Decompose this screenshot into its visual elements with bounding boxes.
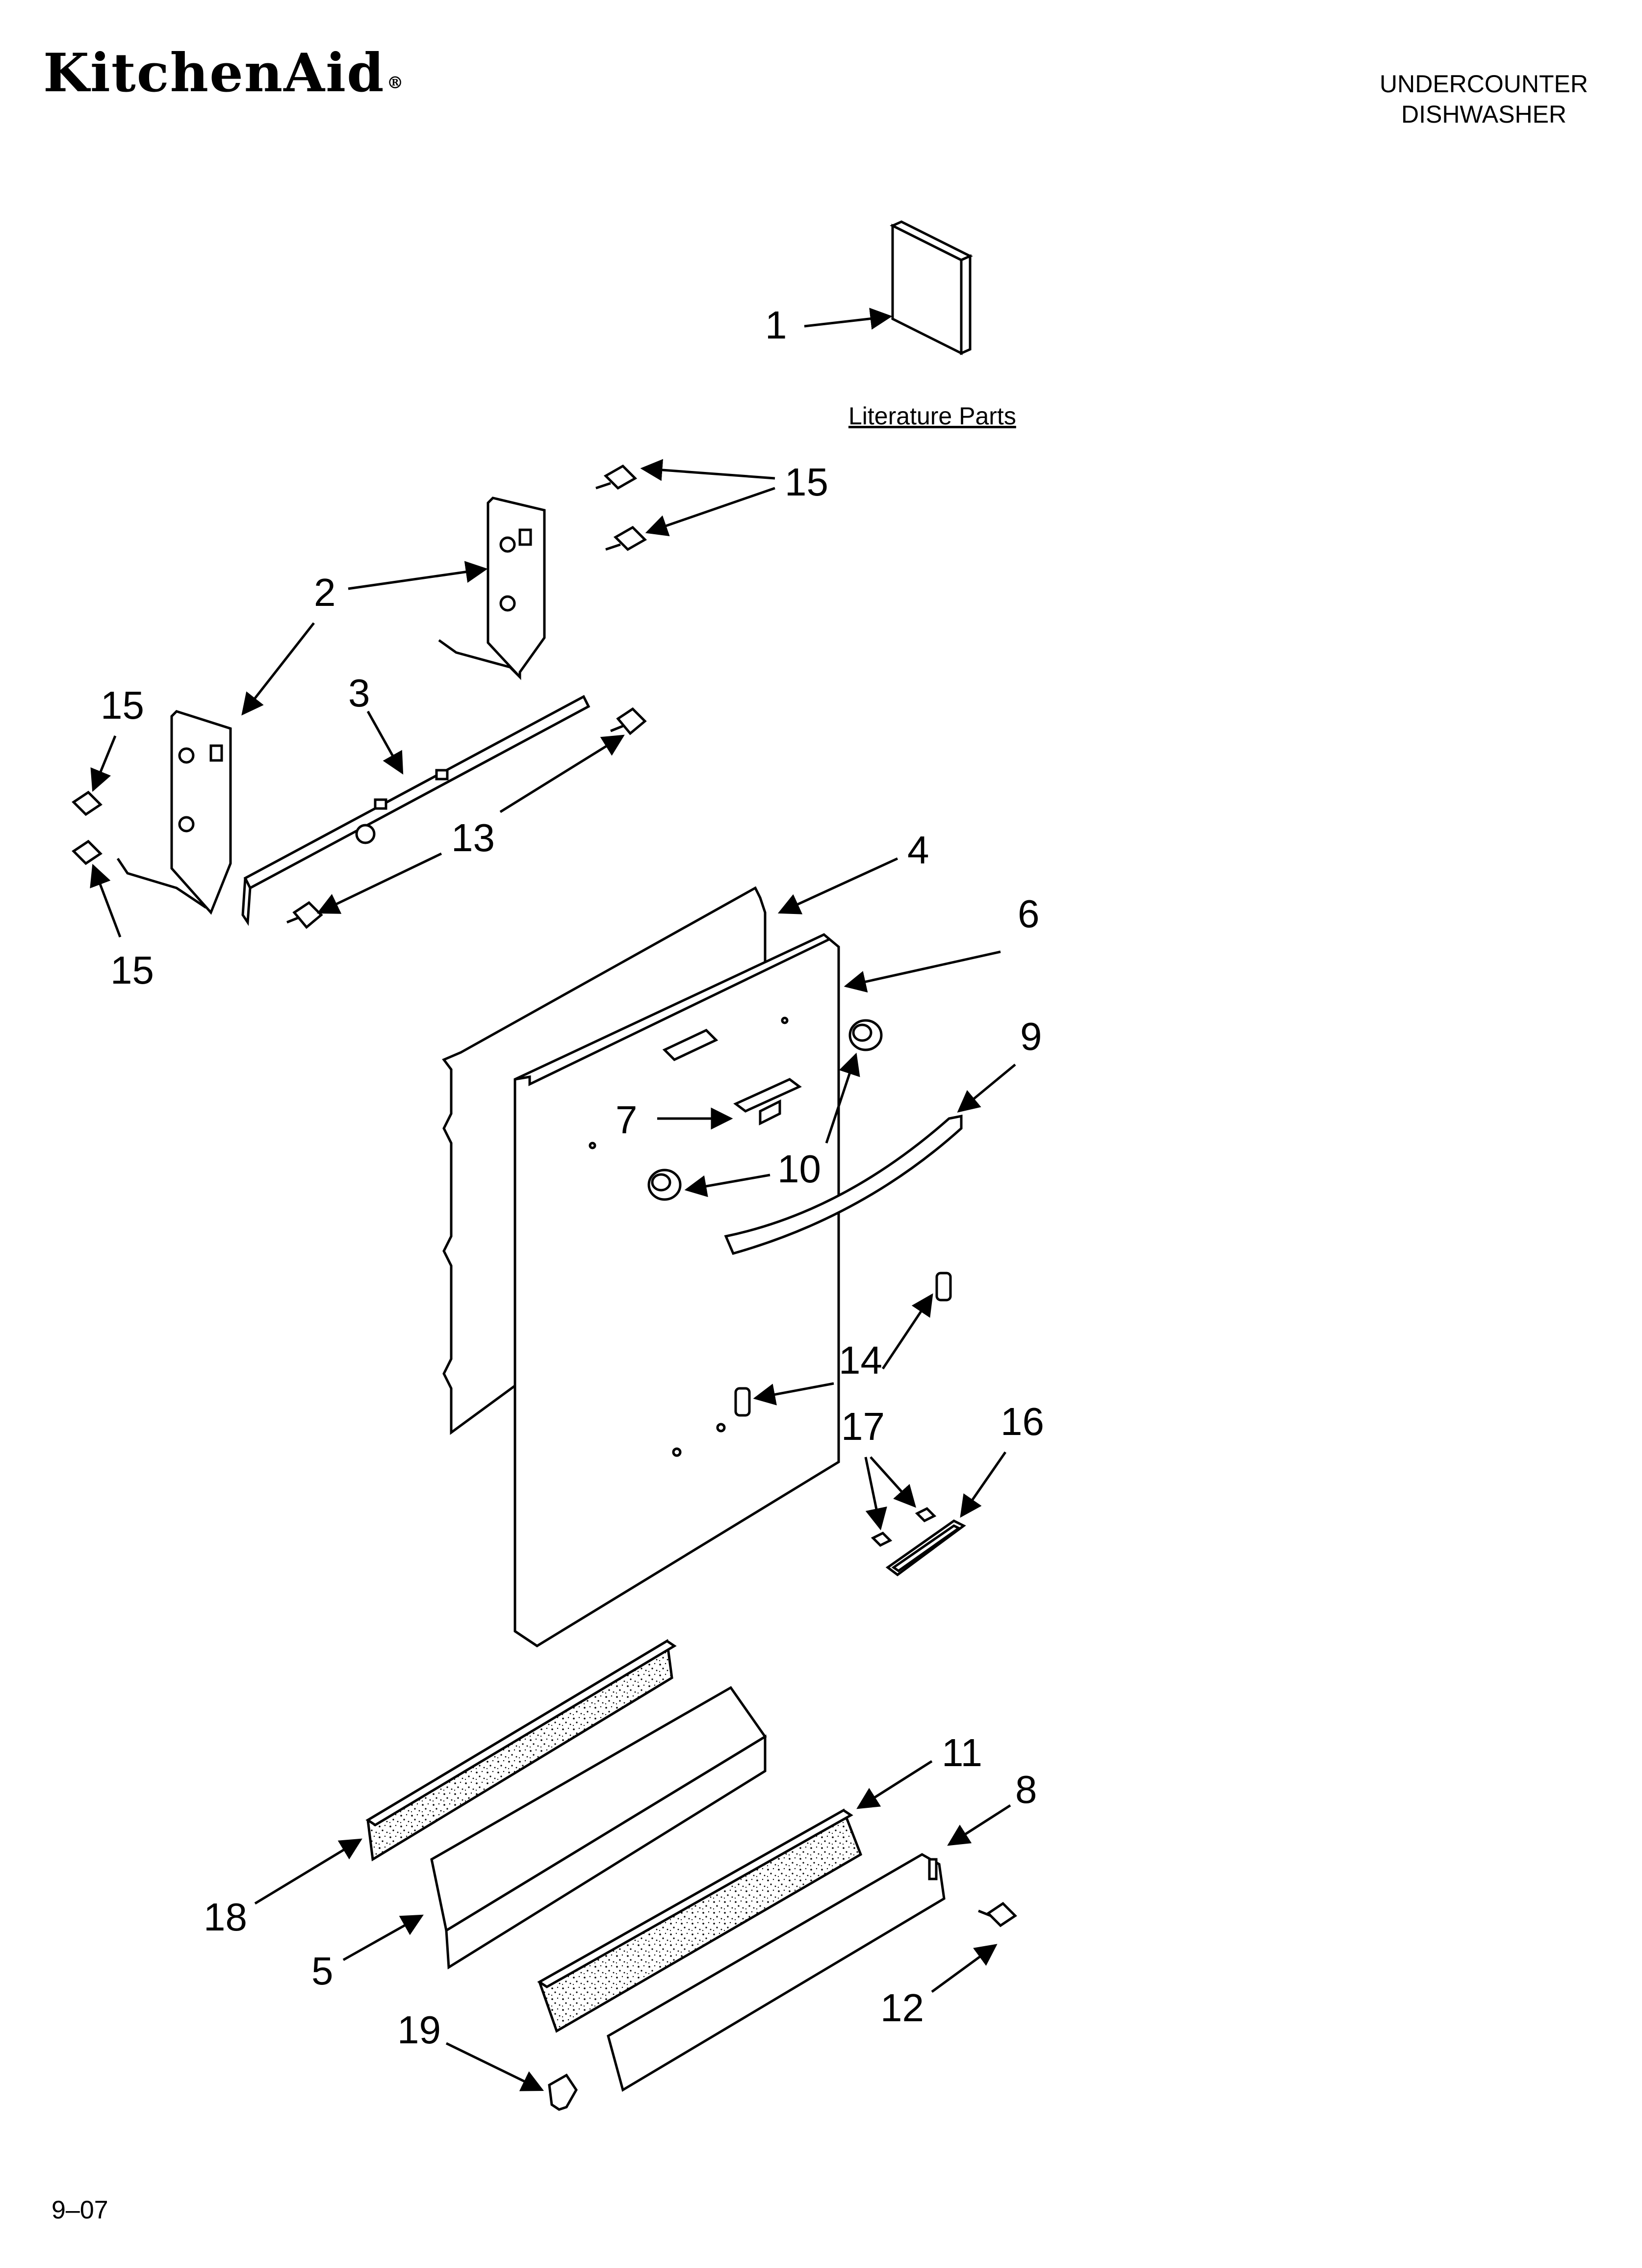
callout-arrow-4 [777, 857, 898, 914]
callout-1: 1 [765, 303, 787, 347]
control-label [733, 1078, 802, 1126]
callout-arrow-10a [825, 1052, 860, 1144]
callout-9: 9 [1020, 1015, 1042, 1058]
callout-arrow-15d [90, 863, 122, 938]
toe-panel [607, 1853, 946, 2092]
callout-5: 5 [311, 1949, 334, 1993]
callout-arrow-14b [753, 1382, 834, 1406]
callout-2a: 2 [314, 571, 336, 614]
callout-arrow-3 [366, 710, 404, 775]
callout-arrow-10b [684, 1173, 770, 1198]
outer-door-panel [513, 933, 840, 1647]
callout-arrow-18 [254, 1838, 362, 1905]
callout-4: 4 [907, 828, 929, 872]
hinge-screw-left-1 [72, 790, 103, 816]
callout-arrow-15b [645, 487, 775, 537]
brand-name: KitchenAid [43, 42, 385, 104]
handle-stud-right [935, 1272, 952, 1302]
callout-15c: 15 [110, 948, 154, 992]
callout-15b: 15 [101, 683, 144, 727]
registered-mark: ® [386, 73, 405, 93]
door-handle [724, 1114, 963, 1255]
callout-arrow-16 [960, 1451, 1007, 1518]
callout-arrow-12 [931, 1944, 998, 1993]
callout-19: 19 [397, 2008, 441, 2052]
toe-kick-insulation-lower [537, 1808, 863, 2033]
callout-arrow-2a [348, 561, 488, 590]
product-title: UNDERCOUNTER DISHWASHER [1380, 69, 1588, 130]
callout-arrow-13b [316, 852, 442, 914]
callout-arrow-19 [445, 2042, 544, 2091]
callout-arrow-11 [856, 1760, 933, 1809]
kitchenaid-logo: KitchenAid® [43, 47, 405, 100]
toe-kick-insulation-upper [365, 1639, 677, 1862]
callout-arrow-13a [499, 734, 625, 813]
right-hinge-bracket [438, 496, 546, 680]
hinge-screw-left-2 [72, 839, 103, 865]
callout-8: 8 [1015, 1768, 1037, 1811]
callout-arrow-8 [947, 1804, 1011, 1846]
callout-3: 3 [348, 671, 370, 715]
callout-15a: 15 [785, 460, 828, 504]
handle-endcap-upper [848, 1019, 883, 1051]
left-hinge-bracket [116, 710, 232, 915]
hinge-screw-top-2 [605, 525, 647, 551]
callout-13: 13 [451, 816, 495, 860]
callout-arrow-9 [957, 1064, 1016, 1113]
literature-parts-label: Literature Parts [848, 402, 1016, 430]
hinge-rail [241, 695, 590, 926]
callout-arrow-1 [804, 308, 893, 330]
product-title-line1: UNDERCOUNTER [1380, 70, 1588, 98]
badge-nut-right [915, 1507, 937, 1523]
callout-arrow-15a [640, 459, 775, 481]
callout-6: 6 [1018, 892, 1040, 936]
panel-clip [548, 2073, 578, 2111]
brand-badge [885, 1519, 966, 1577]
callout-arrow-5 [342, 1914, 424, 1961]
callout-arrow-6 [844, 950, 1001, 993]
hinge-screw-top-1 [595, 464, 638, 490]
callout-17: 17 [841, 1405, 885, 1448]
callout-12: 12 [880, 1986, 924, 2030]
callout-18: 18 [204, 1895, 247, 1939]
callout-11: 11 [942, 1731, 982, 1774]
handle-stud-left [734, 1387, 751, 1417]
callout-arrow-2b [241, 622, 315, 716]
badge-nut-left [871, 1531, 893, 1547]
callout-arrow-17a [864, 1457, 887, 1531]
product-title-line2: DISHWASHER [1401, 101, 1567, 128]
callout-14: 14 [839, 1338, 882, 1382]
callout-arrow-15c [90, 735, 117, 792]
rail-screw-right [610, 707, 647, 735]
callout-10: 10 [777, 1147, 821, 1191]
callout-16: 16 [1001, 1400, 1044, 1443]
literature-book [890, 220, 973, 356]
callout-7: 7 [616, 1098, 638, 1142]
callout-arrow-17b [870, 1456, 917, 1508]
toe-panel-screw [978, 1902, 1017, 1928]
callout-arrow-14a [881, 1293, 933, 1370]
access-panel [430, 1686, 767, 1970]
revision-code: 9–07 [51, 2196, 108, 2224]
rail-screw-left [286, 901, 323, 929]
handle-endcap-lower [647, 1169, 682, 1201]
